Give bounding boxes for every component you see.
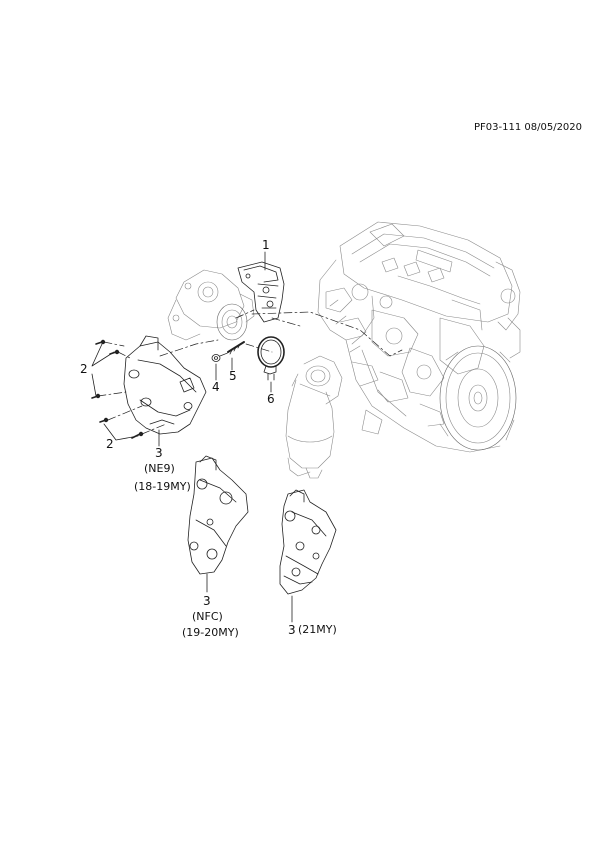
callout-2-upper: 2: [80, 362, 88, 376]
leader-lines: [91, 251, 293, 623]
callout-3-ne9: 3: [155, 446, 163, 460]
callout-3-nfc-variant: (NFC): [192, 610, 223, 623]
part-5-stud: [227, 341, 245, 355]
engine-assembly: [317, 221, 521, 453]
alignment-lines: [97, 309, 403, 435]
catalytic-converter: [285, 355, 343, 479]
turbocharger: [167, 269, 255, 341]
callout-1: 1: [262, 238, 270, 252]
callout-3-21my: 3: [288, 623, 296, 637]
part-3-heat-shield-nfc: [187, 455, 249, 575]
part-4-nut: [211, 354, 221, 362]
callout-5: 5: [229, 369, 237, 383]
part-3-heat-shield-21my: [279, 489, 337, 595]
callout-3-nfc-years: (19-20MY): [182, 626, 239, 639]
callout-3-ne9-variant: (NE9): [144, 462, 175, 475]
callout-6: 6: [267, 392, 275, 406]
callout-2-lower: 2: [106, 437, 114, 451]
callout-3-nfc: 3: [203, 594, 211, 608]
callout-3-ne9-years: (18-19MY): [134, 480, 191, 493]
part-1-bracket: [237, 261, 285, 323]
part-6-clamp: [257, 336, 285, 381]
part-3-heat-shield-ne9: [123, 335, 207, 435]
callout-4: 4: [212, 380, 220, 394]
document-reference: PF03-111 08/05/2020: [474, 122, 583, 133]
callout-3-21my-years: (21MY): [298, 623, 337, 636]
